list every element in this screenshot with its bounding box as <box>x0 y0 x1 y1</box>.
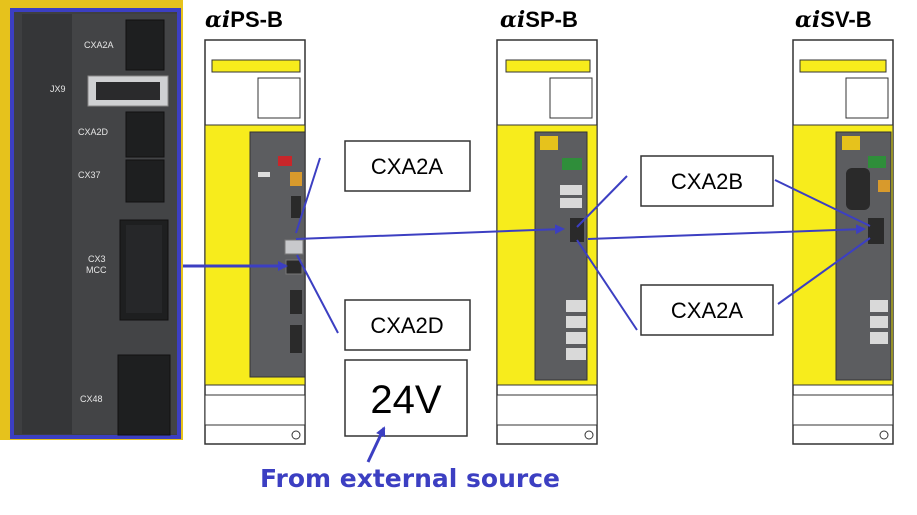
leader-sv-upper <box>774 179 871 227</box>
cx48-connector <box>117 354 171 436</box>
arrow-ps-to-sp <box>295 224 565 240</box>
module-sv-b <box>792 39 894 445</box>
module-ps-b <box>204 39 306 445</box>
svg-text:24V: 24V <box>370 378 441 422</box>
cxa2d-connector <box>125 111 165 158</box>
label-box-cxa2a-right: CXA2A <box>640 284 774 336</box>
module-title-sv: αiSV-B <box>795 7 872 33</box>
svg-text:CXA2D: CXA2D <box>370 313 443 338</box>
port-label-cx3: CX3 <box>88 254 106 264</box>
arrow-sp-to-sv <box>587 224 866 240</box>
module-title-ps: αiPS-B <box>205 7 283 33</box>
leader-cxa2d <box>296 254 339 334</box>
port-label-cx37: CX37 <box>78 170 101 180</box>
label-box-24v: 24V <box>344 359 468 437</box>
external-source-note: From external source <box>260 464 560 493</box>
svg-text:CXA2A: CXA2A <box>371 154 443 179</box>
port-label-mcc: MCC <box>86 265 107 275</box>
svg-text:CXA2B: CXA2B <box>671 169 743 194</box>
port-label-cx48: CX48 <box>80 394 103 404</box>
label-box-cxa2d: CXA2D <box>344 299 471 351</box>
connection-lines <box>183 157 871 463</box>
leader-cxa2a-left <box>295 157 321 234</box>
port-label-jx9: JX9 <box>50 84 66 94</box>
leader-cxa2b <box>576 175 628 228</box>
module-sp-b <box>496 39 598 445</box>
svg-text:CXA2A: CXA2A <box>671 298 743 323</box>
cx37-connector <box>125 159 165 203</box>
leader-sv-lower <box>777 237 871 305</box>
label-box-cxa2b: CXA2B <box>640 155 774 207</box>
port-label-cxa2a: CXA2A <box>84 40 114 50</box>
leader-cxa2a-right <box>576 239 638 331</box>
port-label-cxa2d: CXA2D <box>78 127 109 137</box>
connector-photo-panel: CXA2A JX9 CXA2D CX37 CX3 MCC CX48 <box>0 0 183 440</box>
label-box-cxa2a-left: CXA2A <box>344 140 471 192</box>
module-title-sp: αiSP-B <box>500 7 578 33</box>
arrow-external-source <box>366 426 386 463</box>
cxa2a-connector <box>125 19 165 71</box>
